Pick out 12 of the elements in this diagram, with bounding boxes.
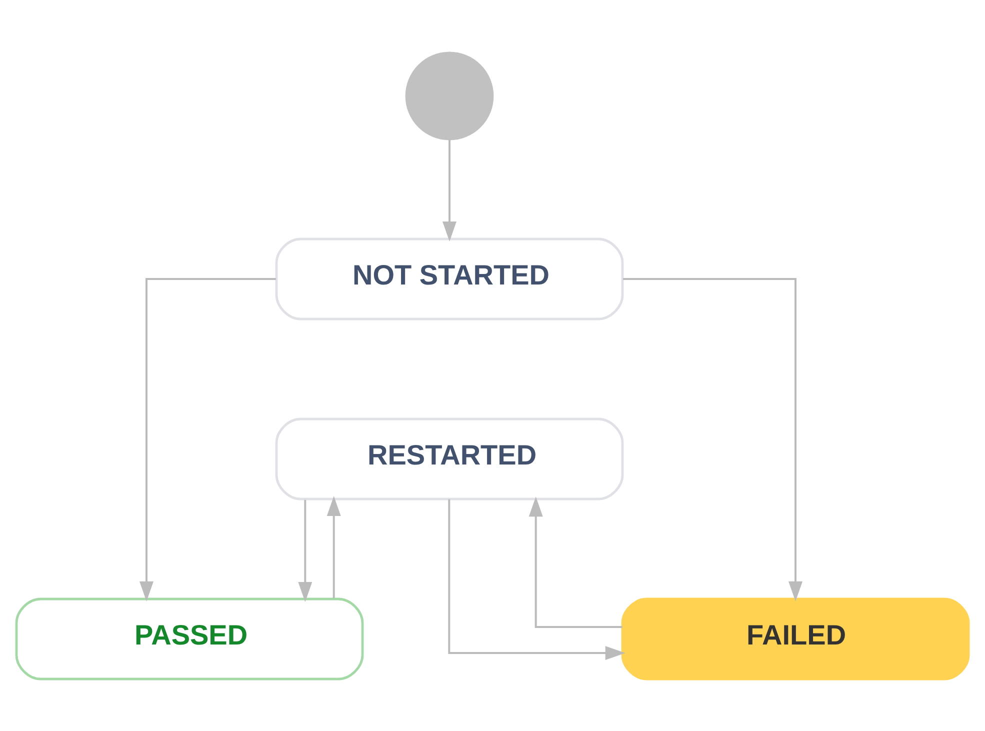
node-box: PASSED [15,597,364,680]
arrow [442,138,456,241]
node-circle [405,51,494,140]
arrow [448,498,626,660]
node-box: NOT STARTED [275,237,624,320]
node-box: FAILED [621,597,970,680]
arrow [298,499,312,602]
arrow [528,496,622,628]
node-box: RESTARTED [275,417,624,500]
arrow [140,278,276,601]
arrow [623,278,802,601]
arrow [326,496,341,598]
